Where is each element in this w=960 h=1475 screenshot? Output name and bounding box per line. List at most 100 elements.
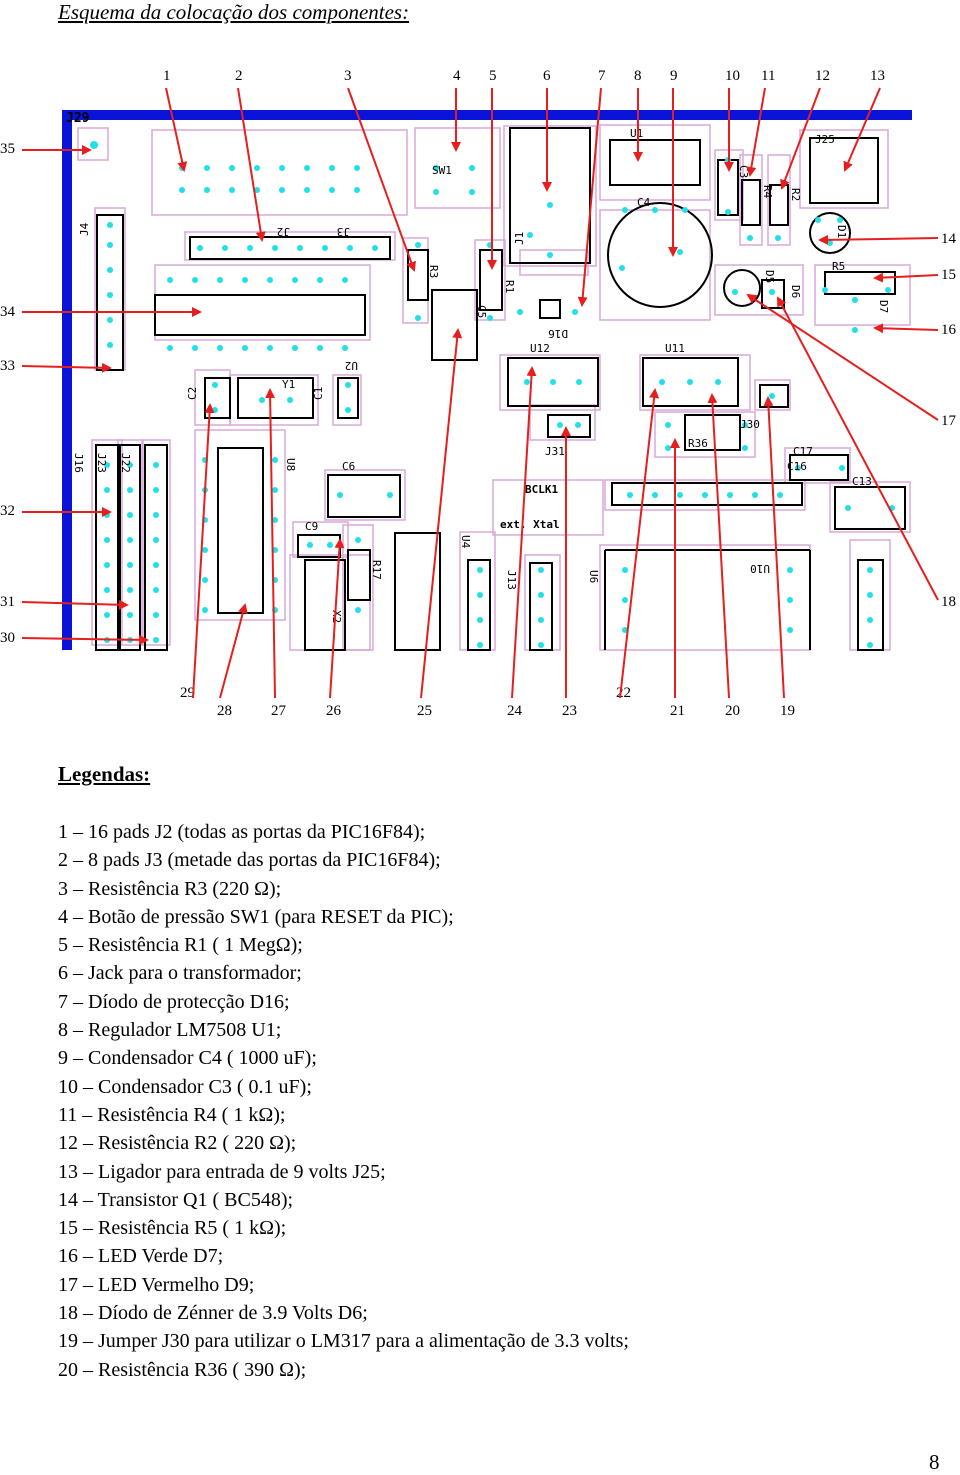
legend-item: 7 – Díodo de protecção D16;	[58, 990, 290, 1013]
legend-item: 14 – Transistor Q1 ( BC548);	[58, 1188, 294, 1211]
pcb-label-D6: D6	[789, 285, 802, 298]
pcb-label-R1: R1	[503, 280, 516, 293]
legend-item: 11 – Resistência R4 ( 1 kΩ);	[58, 1103, 286, 1126]
pcb-label-SW1: SW1	[432, 164, 452, 177]
pcb-label-R2: R2	[789, 188, 802, 201]
pcb-label-U6: U6	[587, 570, 600, 583]
marker-23: 23	[562, 703, 577, 719]
pcb-label-U10: U10	[750, 562, 770, 575]
legend-title: Legendas:	[58, 762, 151, 786]
pcb-label-C2: C2	[186, 387, 199, 400]
pcb-label-C13: C13	[852, 475, 872, 488]
legend-item: 3 – Resistência R3 (220 Ω);	[58, 877, 282, 900]
marker-33: 33	[0, 358, 15, 374]
legend-item: 13 – Ligador para entrada de 9 volts J25…	[58, 1160, 386, 1183]
pcb-label-J31: J31	[545, 445, 565, 458]
marker-34: 34	[0, 304, 15, 320]
pcb-label-R36: R36	[688, 437, 708, 450]
marker-32: 32	[0, 503, 15, 519]
marker-21: 21	[670, 703, 685, 719]
pcb-label-C17: C17	[793, 445, 813, 458]
marker-13: 13	[870, 68, 885, 84]
marker-31: 31	[0, 594, 15, 610]
pcb-label-C6: C6	[342, 460, 355, 473]
legend-item: 16 – LED Verde D7;	[58, 1245, 224, 1268]
marker-20: 20	[725, 703, 740, 719]
page-number: 8	[929, 1450, 940, 1474]
pcb-label-U12: U12	[530, 342, 550, 355]
pcb-label-D5: D5	[763, 270, 776, 283]
marker-10: 10	[725, 68, 740, 84]
pcb-label-C1: C1	[312, 387, 325, 400]
pcb-label-R5: R5	[832, 260, 845, 273]
pcb-label-X2: X2	[330, 610, 343, 623]
marker-30: 30	[0, 630, 15, 646]
page-title: Esquema da colocação dos componentes:	[58, 0, 410, 24]
pcb-label-Y1: Y1	[282, 378, 295, 391]
legend-item: 10 – Condensador C3 ( 0.1 uF);	[58, 1075, 312, 1098]
marker-35: 35	[0, 141, 15, 157]
pcb-label-U4: U4	[459, 535, 472, 549]
marker-26: 26	[326, 703, 341, 719]
legend-item: 8 – Regulador LM7508 U1;	[58, 1019, 282, 1042]
pcb-label-U8: U8	[284, 458, 297, 471]
board-edge-left	[62, 110, 72, 650]
marker-11: 11	[761, 68, 776, 84]
pcb-label-ext-xtal: ext. Xtal	[500, 518, 560, 531]
marker-15: 15	[941, 267, 956, 283]
marker-18: 18	[941, 594, 956, 610]
pcb-label-C3: C3	[737, 165, 750, 178]
pcb-label-R4: R4	[761, 185, 774, 199]
legend-item: 6 – Jack para o transformador;	[58, 962, 302, 985]
board-edge-top	[62, 110, 912, 120]
marker-12: 12	[815, 68, 830, 84]
pcb-label-D7: D7	[877, 300, 890, 313]
pcb-label-U11: U11	[665, 342, 685, 355]
marker-27: 27	[271, 703, 286, 719]
pcb-label-R3: R3	[427, 265, 440, 278]
marker-17: 17	[941, 413, 956, 429]
marker-25: 25	[417, 703, 432, 719]
marker-28: 28	[217, 703, 232, 719]
marker-9: 9	[670, 68, 678, 84]
marker-7: 7	[598, 68, 606, 84]
pcb-label-J30: J30	[740, 418, 760, 431]
pcb-label-BCLK1: BCLK1	[525, 483, 558, 496]
marker-4: 4	[453, 68, 461, 84]
pcb-label-D16: D16	[548, 327, 568, 340]
marker-2: 2	[235, 68, 243, 84]
pcb-label-J2: J2	[277, 225, 290, 238]
legend-item: 19 – Jumper J30 para utilizar o LM317 pa…	[58, 1330, 629, 1353]
marker-16: 16	[941, 322, 956, 338]
legend-item: 17 – LED Vermelho D9;	[58, 1273, 255, 1296]
marker-8: 8	[634, 68, 642, 84]
pcb-label-C5: C5	[475, 305, 488, 318]
marker-1: 1	[163, 68, 171, 84]
pcb-label-D1: D1	[835, 225, 848, 238]
legend-item: 20 – Resistência R36 ( 390 Ω);	[58, 1358, 307, 1381]
pcb-layout-diagram: J29 J4 J2 J3 SW1 J1 U1 C4 C3 R4 R2 J25 D…	[21, 87, 939, 699]
legend-item: 4 – Botão de pressão SW1 (para RESET da …	[58, 905, 454, 928]
marker-3: 3	[344, 68, 352, 84]
legend-item: 2 – 8 pads J3 (metade das portas da PIC1…	[58, 849, 441, 872]
pcb-label-J16: J16	[72, 453, 85, 473]
pcb-label-J22: J22	[119, 453, 132, 473]
marker-14: 14	[941, 231, 956, 247]
pcb-label-J4: J4	[78, 222, 91, 236]
pcb-label-J13: J13	[505, 570, 518, 590]
pcb-label-J23: J23	[95, 453, 108, 473]
pcb-label-J3: J3	[337, 225, 350, 238]
pcb-label-U1: U1	[630, 127, 643, 140]
pcb-label-C9: C9	[305, 520, 318, 533]
pcb-label-J25: J25	[815, 133, 835, 146]
pcb-label-C16: C16	[787, 460, 807, 473]
marker-24: 24	[507, 703, 522, 719]
pcb-label-R17: R17	[370, 560, 383, 580]
legend-item: 5 – Resistência R1 ( 1 MegΩ);	[58, 934, 303, 957]
marker-29: 29	[180, 685, 195, 701]
pcb-label-C4: C4	[637, 196, 651, 209]
legend-item: 1 – 16 pads J2 (todas as portas da PIC16…	[58, 821, 426, 843]
marker-5: 5	[489, 68, 497, 84]
pcb-label-J29: J29	[66, 111, 89, 126]
pcb-label-J1: J1	[513, 232, 526, 245]
